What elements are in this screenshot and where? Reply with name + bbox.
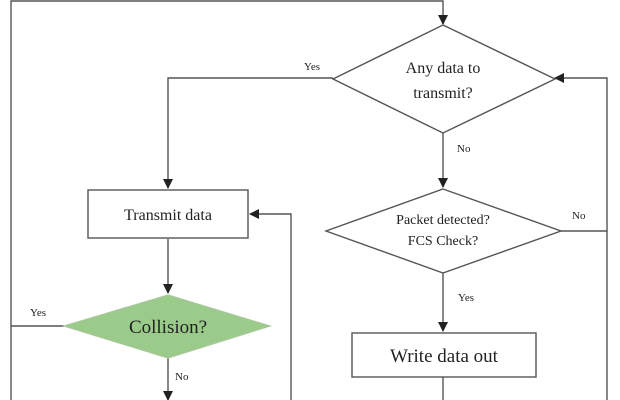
node-label: transmit? bbox=[413, 85, 473, 102]
decision-packet: Packet detected? FCS Check? bbox=[323, 188, 564, 274]
label-any-yes: Yes bbox=[304, 61, 320, 73]
edge-loop-top bbox=[10, 0, 448, 400]
edge-return-transmit bbox=[249, 209, 292, 400]
process-write-data-out: Write data out bbox=[351, 332, 537, 378]
node-label: Collision? bbox=[129, 317, 207, 338]
node-label: Write data out bbox=[390, 346, 499, 367]
decision-any-data: Any data to transmit? bbox=[331, 24, 557, 134]
label-any-no: No bbox=[457, 143, 471, 155]
decision-collision: Collision? bbox=[61, 294, 273, 359]
node-label: Packet detected? bbox=[396, 213, 490, 228]
label-collision-no: No bbox=[175, 371, 189, 383]
label-collision-yes: Yes bbox=[30, 307, 46, 319]
node-label: Transmit data bbox=[124, 207, 212, 224]
edge-packet-no bbox=[554, 73, 608, 232]
label-packet-no: No bbox=[572, 210, 586, 222]
process-transmit-data: Transmit data bbox=[87, 189, 249, 239]
node-label: FCS Check? bbox=[408, 234, 478, 249]
label-packet-yes: Yes bbox=[458, 292, 474, 304]
node-label: Any data to bbox=[406, 60, 481, 77]
edge-any-yes bbox=[163, 77, 333, 189]
